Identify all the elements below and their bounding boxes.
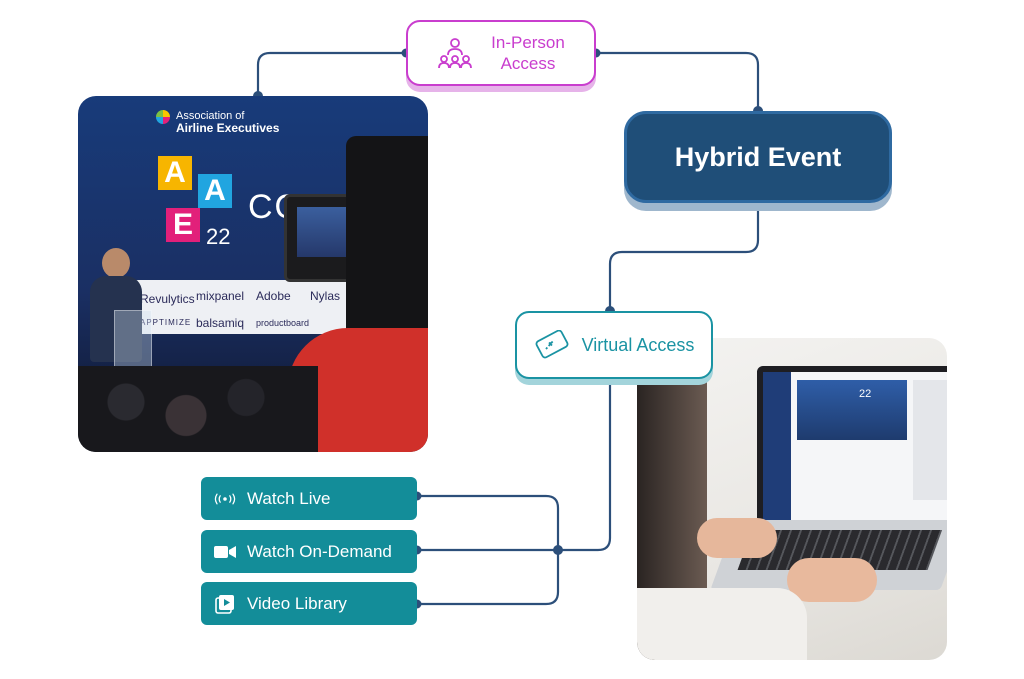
line-virtual-to-buttons [558, 379, 612, 552]
video-camera-icon [213, 545, 237, 559]
video-library-button[interactable]: Video Library [201, 582, 417, 625]
sponsor-logo: balsamiq [196, 316, 245, 330]
audience [78, 366, 318, 452]
letter-tile: E [166, 208, 200, 242]
sponsor-logo: mixpanel [196, 289, 245, 303]
left-hand [697, 518, 777, 558]
in-person-access-node: In-Person Access [406, 20, 596, 86]
laptop-screen: 22 [757, 366, 947, 528]
ticket-icon [535, 330, 569, 359]
in-person-line2: Access [500, 54, 556, 73]
sponsor-logo: Adobe [256, 289, 291, 303]
watch-on-demand-button[interactable]: Watch On-Demand [201, 530, 417, 573]
sleeve [637, 588, 807, 660]
org-name: Association of Airline Executives [176, 110, 279, 134]
watch-live-label: Watch Live [247, 488, 331, 508]
org-line2: Airline Executives [176, 121, 280, 135]
letter-tile: A [158, 156, 192, 190]
line-inperson-to-hybrid [596, 51, 760, 111]
connector-dot [753, 201, 763, 211]
sponsor-logo: Nylas [310, 289, 341, 303]
video-library-label: Video Library [247, 593, 347, 613]
line-inperson-to-photo [256, 51, 406, 96]
speaker-head [102, 248, 130, 278]
hybrid-event-node: Hybrid Event [624, 111, 892, 203]
conference-photo: Association of Airline Executives A A E … [78, 96, 428, 452]
watch-on-demand-label: Watch On-Demand [247, 541, 392, 561]
watch-live-button[interactable]: Watch Live [201, 477, 417, 520]
virtual-access-node: Virtual Access [515, 311, 713, 379]
virtual-access-label: Virtual Access [581, 334, 695, 355]
camera-body [346, 136, 428, 356]
laptop-photo: 22 [637, 338, 947, 660]
video-library-icon [213, 594, 237, 614]
letter-tile: A [198, 174, 232, 208]
sponsor-logo: productboard [256, 318, 310, 328]
year-label: 22 [206, 224, 231, 249]
in-person-label: In-Person Access [491, 32, 565, 74]
connector-dot [553, 545, 563, 555]
sponsor-logo: Revulytics [140, 292, 195, 306]
broadcast-icon [213, 491, 237, 507]
screen-year: 22 [859, 388, 872, 400]
org-line1: Association of [176, 110, 245, 122]
speaker-body [90, 276, 142, 362]
org-logo-icon [156, 110, 170, 124]
right-hand [787, 558, 877, 602]
sponsor-logo: APPTIMIZE [140, 318, 192, 327]
people-icon [438, 38, 473, 69]
line-hybrid-to-virtual [608, 206, 760, 311]
in-person-line1: In-Person [491, 33, 565, 52]
